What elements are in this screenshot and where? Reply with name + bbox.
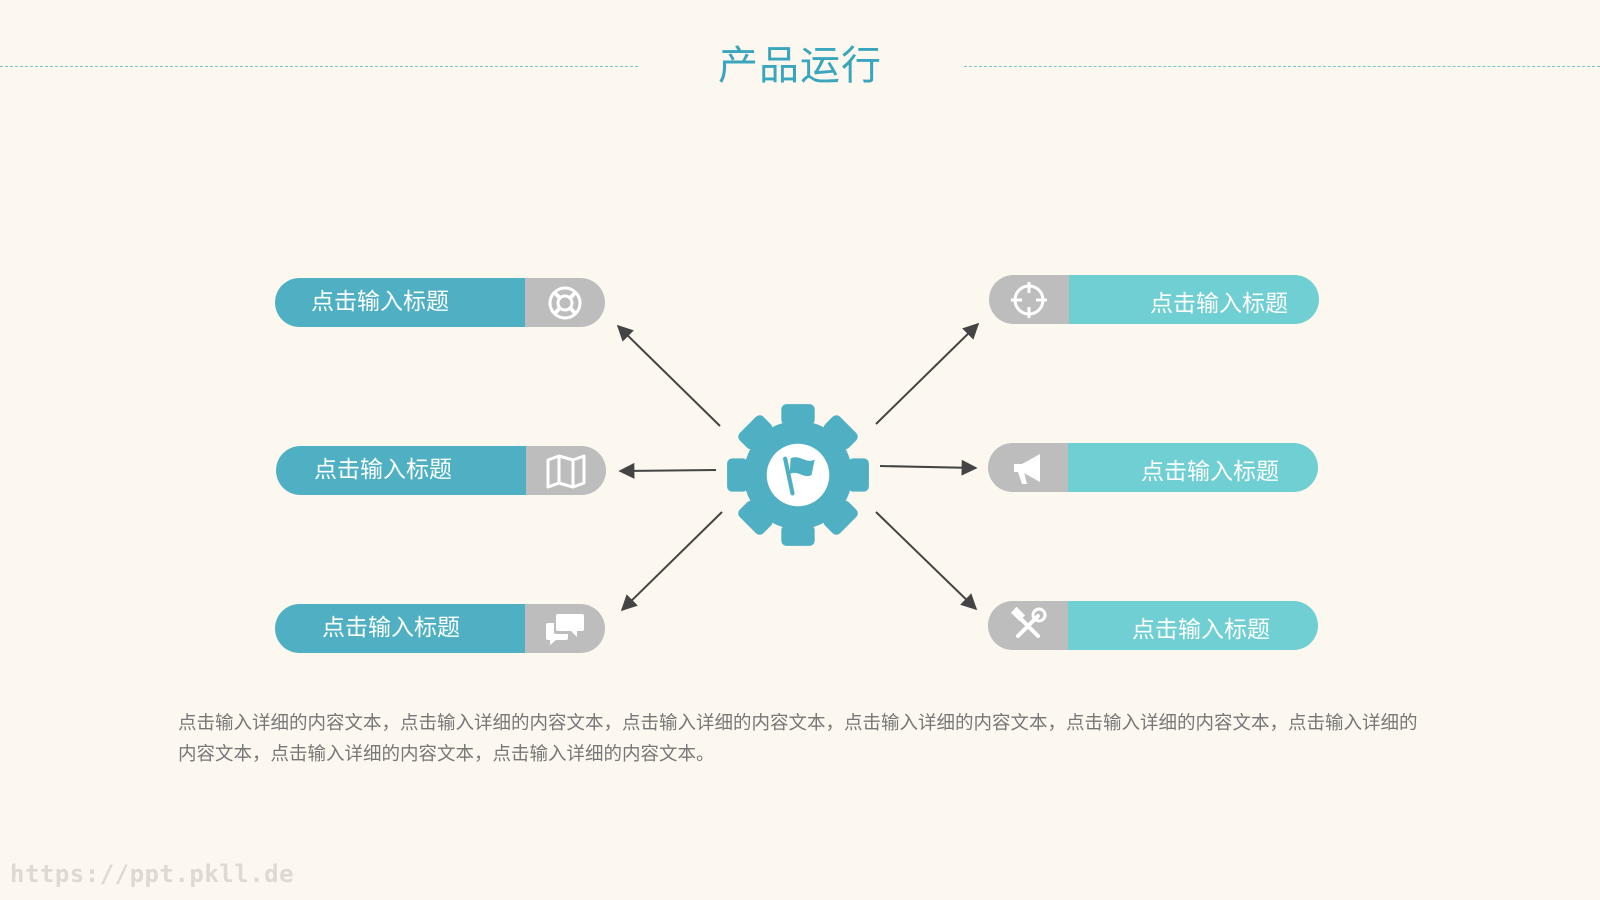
title-pill-left-2[interactable]: 点击输入标题 [276, 446, 606, 495]
arrow-to-left-3 [620, 511, 723, 612]
flag-gear-icon [727, 404, 869, 546]
megaphone-icon [1014, 453, 1040, 484]
title-pill-label: 点击输入标题 [275, 278, 525, 327]
title-pill-label: 点击输入标题 [275, 604, 525, 653]
lifebuoy-icon [548, 286, 582, 319]
page-title: 产品运行 [718, 43, 882, 89]
chat-bubbles-icon [546, 613, 584, 645]
title-pill-left-3[interactable]: 点击输入标题 [275, 604, 605, 653]
watermark: https://ppt.pkll.de [10, 860, 295, 888]
title-pill-right-2[interactable]: 点击输入标题 [988, 443, 1318, 492]
map-icon [546, 454, 586, 488]
title-pill-right-3[interactable]: 点击输入标题 [988, 601, 1318, 650]
crosshair-icon [1011, 281, 1047, 318]
title-pill-label: 点击输入标题 [1068, 443, 1318, 492]
title-pill-label: 点击输入标题 [1069, 275, 1319, 324]
arrow-to-left-1 [616, 324, 721, 427]
header-divider-right [964, 66, 1600, 67]
title-pill-left-1[interactable]: 点击输入标题 [275, 278, 605, 327]
title-pill-label: 点击输入标题 [1068, 601, 1318, 650]
tools-icon [1010, 606, 1047, 638]
title-pill-right-1[interactable]: 点击输入标题 [989, 275, 1319, 324]
arrow-to-right-3 [875, 511, 978, 611]
arrow-to-right-1 [875, 322, 980, 425]
arrow-to-left-2 [618, 462, 717, 479]
arrow-to-right-2 [879, 459, 978, 476]
header-divider-left [0, 66, 638, 67]
body-text: 点击输入详细的内容文本，点击输入详细的内容文本，点击输入详细的内容文本，点击输入… [178, 713, 1418, 765]
title-pill-label: 点击输入标题 [276, 446, 526, 495]
